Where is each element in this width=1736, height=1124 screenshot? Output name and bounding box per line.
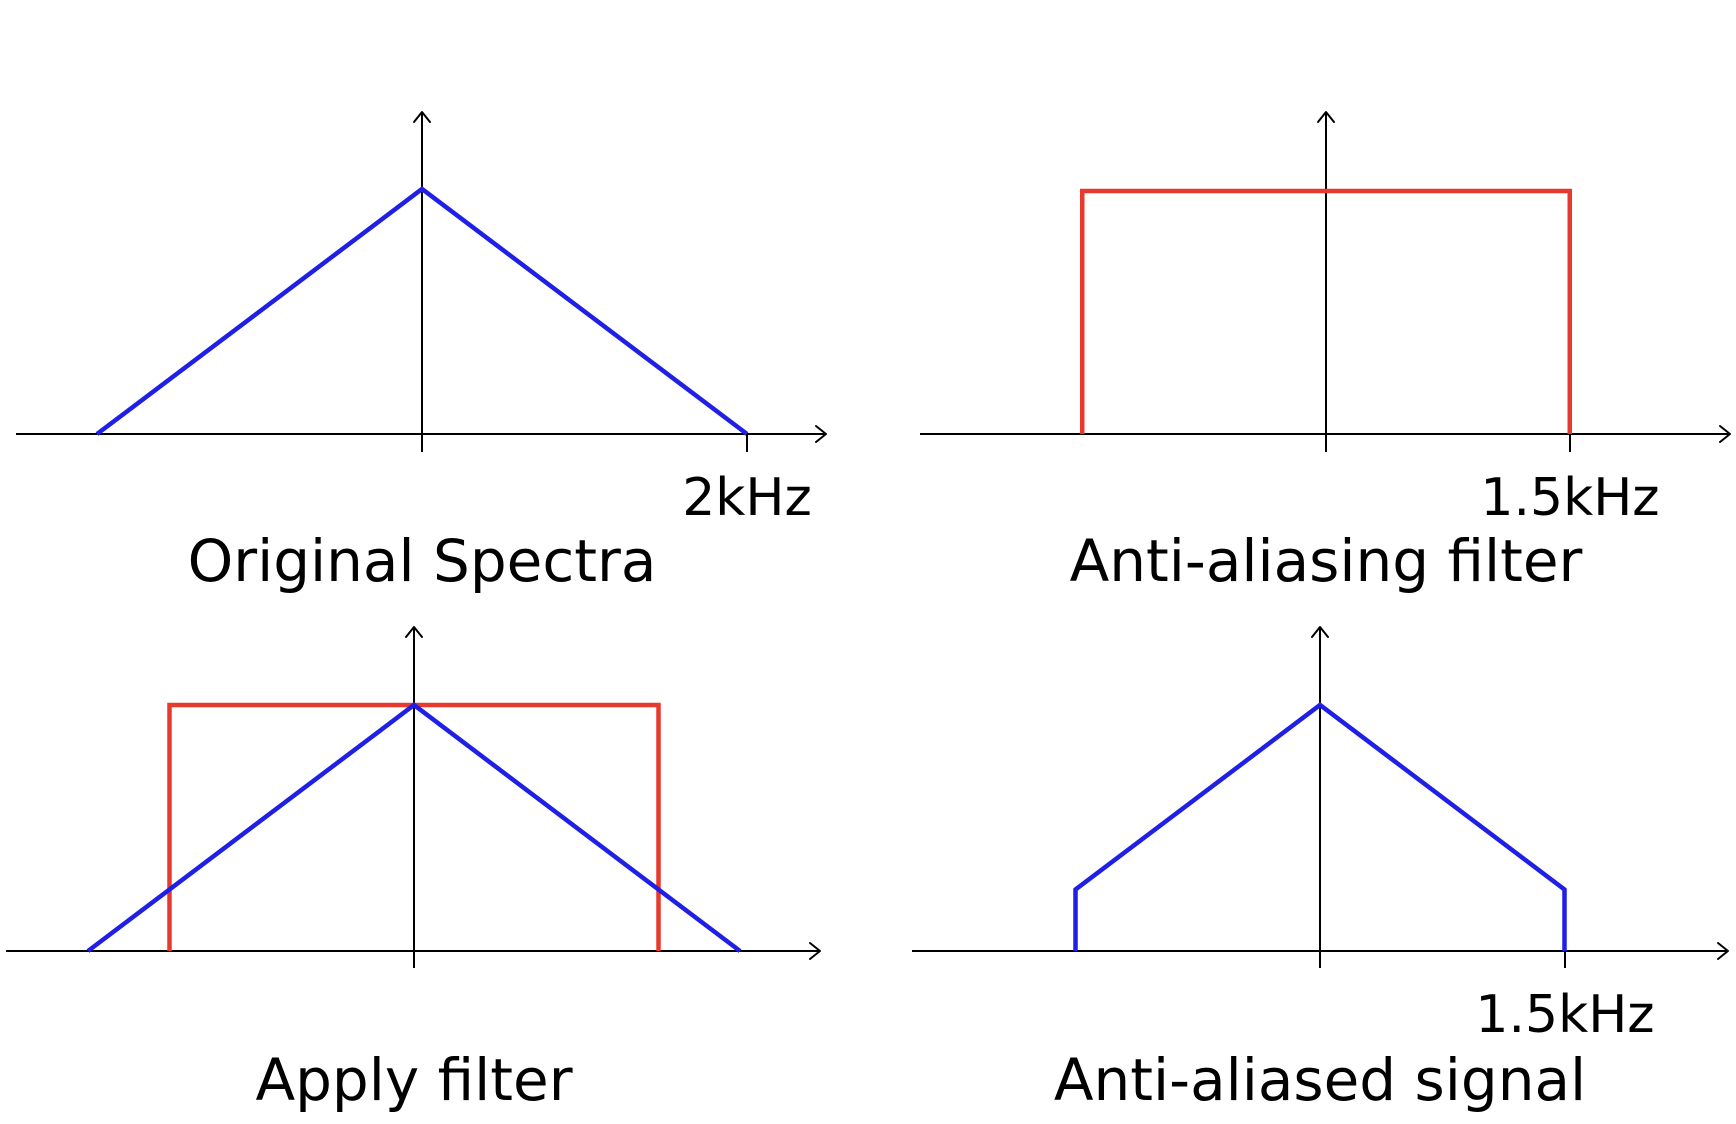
spectrum-curve [1073, 702, 1567, 951]
x-tick-label: 2kHz [682, 468, 812, 528]
panel-caption: Original Spectra [188, 527, 657, 595]
x-axis-arrow-icon [1717, 942, 1729, 960]
panel-caption: Apply filter [255, 1046, 572, 1114]
x-axis-arrow-icon [809, 942, 821, 960]
x-tick-label: 1.5kHz [1480, 468, 1659, 528]
y-axis-arrow-icon [413, 111, 431, 123]
panel-apply-filter: Apply filter [6, 626, 821, 1114]
y-axis-arrow-icon [405, 626, 423, 638]
curve-group [1080, 188, 1572, 434]
x-axis-arrow-icon [1719, 425, 1731, 443]
curve-group [1073, 702, 1567, 951]
panel-caption: Anti-aliased signal [1054, 1046, 1586, 1114]
filter-curve [1080, 188, 1572, 434]
y-axis-arrow-icon [1317, 111, 1335, 123]
spectrum-curve [95, 186, 749, 436]
panel-anti-aliased-signal: 1.5kHz Anti-aliased signal [912, 626, 1729, 1114]
x-axis-arrow-icon [815, 425, 827, 443]
curve-group [86, 702, 742, 953]
spectrum-curve [86, 702, 742, 953]
curve-group [95, 186, 749, 436]
y-axis-arrow-icon [1311, 626, 1329, 638]
panel-anti-aliasing-filter: 1.5kHz Anti-aliasing filter [920, 111, 1731, 595]
panel-caption: Anti-aliasing filter [1070, 527, 1583, 595]
x-tick-label: 1.5kHz [1475, 985, 1654, 1045]
panel-original-spectra: 2kHz Original Spectra [16, 111, 827, 595]
